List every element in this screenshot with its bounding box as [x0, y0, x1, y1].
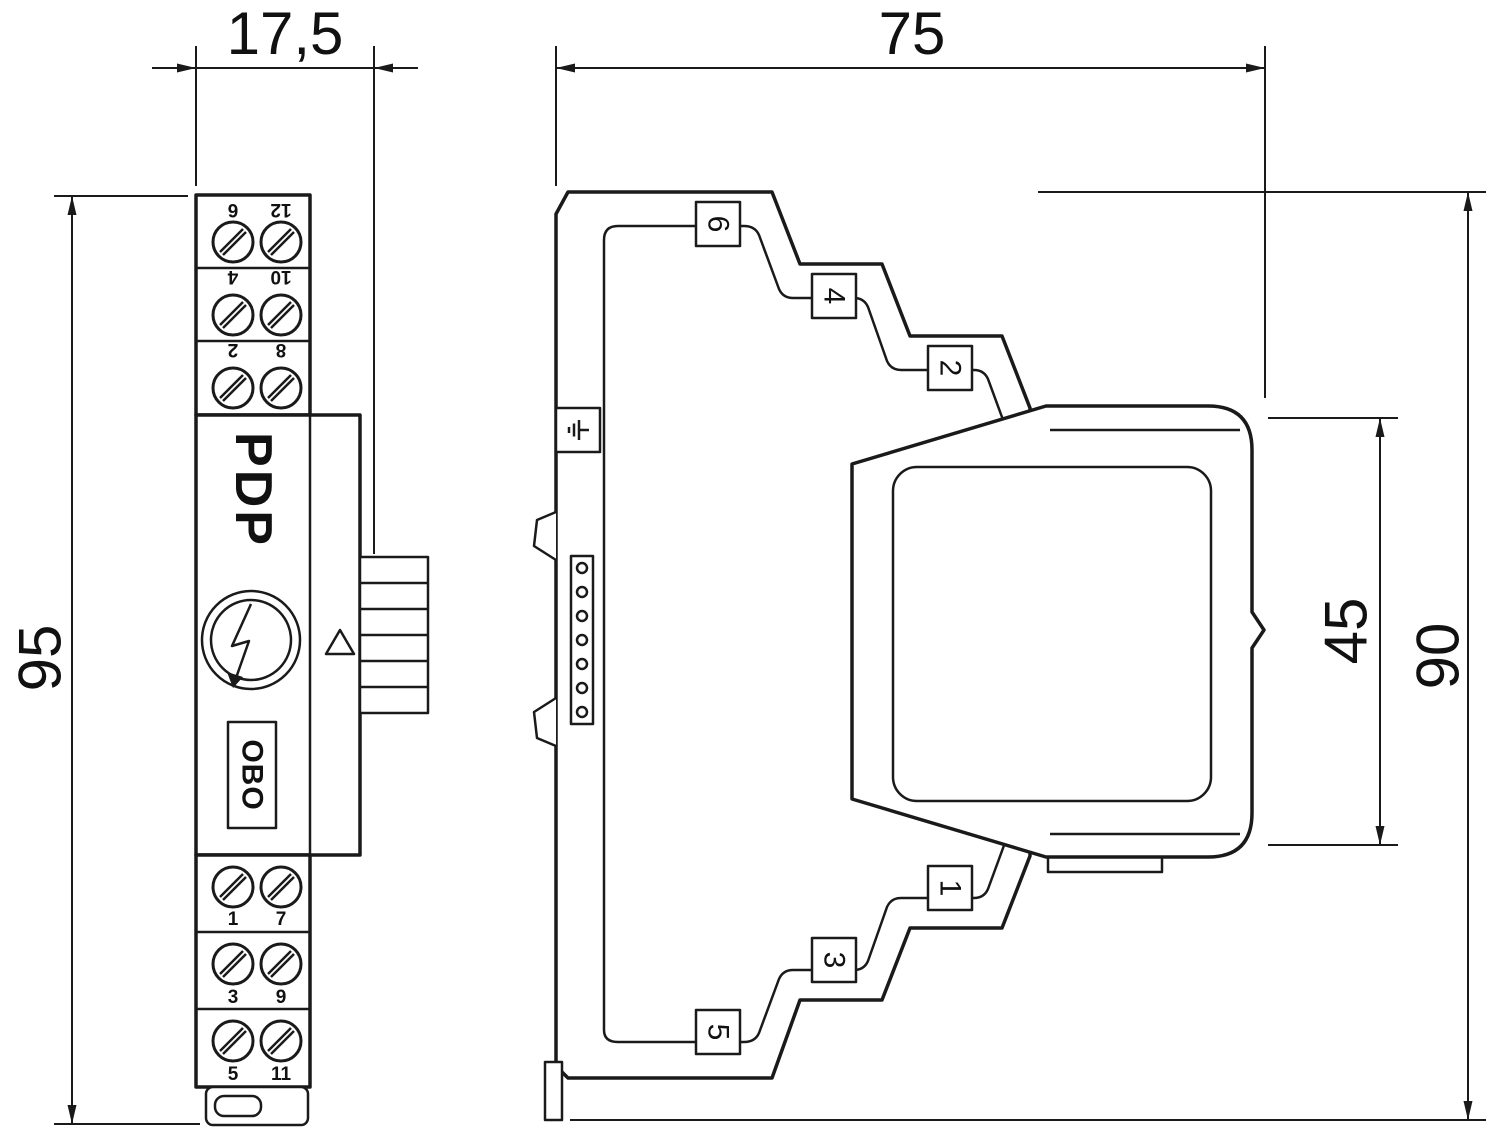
terminal-label: 4	[227, 266, 238, 287]
terminal-screw	[211, 1019, 255, 1063]
din-rail-clip	[532, 510, 595, 748]
dim-arrow	[177, 63, 196, 73]
terminal-number: 1	[934, 880, 967, 897]
terminal-number-box: 3	[810, 936, 858, 984]
side-view: 6 4 2 1 3 5	[532, 190, 1266, 1122]
terminal-screw	[259, 865, 303, 909]
terminal-number-box: 5	[694, 1008, 742, 1056]
front-body: PDP OBO	[194, 413, 430, 857]
dimension-side-height: 90	[570, 191, 1486, 1121]
terminal-label: 3	[228, 987, 239, 1008]
product-label: PDP	[224, 432, 282, 548]
dimension-label-side-width: 75	[879, 0, 946, 67]
dimension-front-width: 17,5	[152, 0, 418, 554]
dim-arrow	[1375, 826, 1385, 845]
terminal-screw	[259, 366, 303, 410]
terminal-number: 5	[702, 1024, 735, 1041]
terminal-label: 5	[228, 1064, 239, 1085]
terminal-screw	[211, 220, 255, 264]
dim-arrow	[1246, 63, 1265, 73]
terminal-screw	[259, 942, 303, 986]
dim-arrow	[1463, 1101, 1473, 1120]
terminal-label: 11	[271, 1064, 292, 1085]
front-mounting-tab	[204, 1085, 310, 1127]
obo-logo: OBO	[226, 720, 278, 830]
terminal-label: 7	[276, 909, 287, 930]
terminal-number-box: 6	[694, 200, 742, 248]
dimension-label-front-width: 17,5	[227, 0, 344, 67]
alignment-triangle-icon	[324, 628, 356, 656]
dim-arrow	[1375, 418, 1385, 437]
dimension-label-side-height: 90	[1405, 623, 1472, 690]
terminal-number-box: 1	[926, 864, 974, 912]
dimension-side-width: 75	[555, 0, 1266, 398]
front-bottom-terminal-block: 1 7 3 9 5 11	[194, 853, 312, 1089]
dimension-label-front-height: 95	[7, 625, 74, 692]
terminal-label: 2	[228, 339, 239, 360]
terminal-number: 3	[818, 952, 851, 969]
dimension-module-height: 45	[1268, 417, 1398, 846]
terminal-number: 6	[702, 216, 735, 233]
terminal-screw	[211, 293, 255, 337]
terminal-label: 12	[270, 199, 291, 220]
dim-arrow	[374, 63, 393, 73]
release-tab	[543, 1060, 564, 1122]
front-top-terminal-block: 6 12 4 10 2 8	[194, 193, 312, 417]
terminal-label: 10	[270, 266, 291, 287]
dim-arrow	[67, 196, 77, 215]
brand-label: OBO	[236, 739, 269, 810]
terminal-screw	[211, 865, 255, 909]
terminal-number: 2	[934, 360, 967, 377]
plug-in-module	[850, 404, 1266, 874]
terminal-label: 1	[228, 909, 239, 930]
dimension-front-height: 95	[7, 195, 200, 1125]
din-connector	[358, 555, 430, 715]
terminal-number-box: 4	[810, 272, 858, 320]
surge-protection-logo-icon	[200, 589, 302, 691]
earth-ground-icon	[567, 420, 589, 440]
front-view: 6 12 4 10 2 8 PDP	[194, 193, 430, 1127]
terminal-screw	[259, 1019, 303, 1063]
side-base-outline	[554, 190, 1032, 1080]
dim-arrow	[67, 1105, 77, 1124]
terminal-label: 8	[276, 339, 287, 360]
terminal-screw	[259, 220, 303, 264]
terminal-number-box: 2	[926, 344, 974, 392]
dimension-label-module-height: 45	[1313, 598, 1380, 665]
terminal-label: 9	[276, 987, 287, 1008]
terminal-screw	[259, 293, 303, 337]
terminal-number: 4	[818, 288, 851, 305]
dim-arrow	[1463, 192, 1473, 211]
terminal-screw	[211, 942, 255, 986]
dim-arrow	[556, 63, 575, 73]
terminal-label: 6	[228, 199, 239, 220]
earth-terminal-box	[554, 406, 602, 454]
terminal-screw	[211, 366, 255, 410]
